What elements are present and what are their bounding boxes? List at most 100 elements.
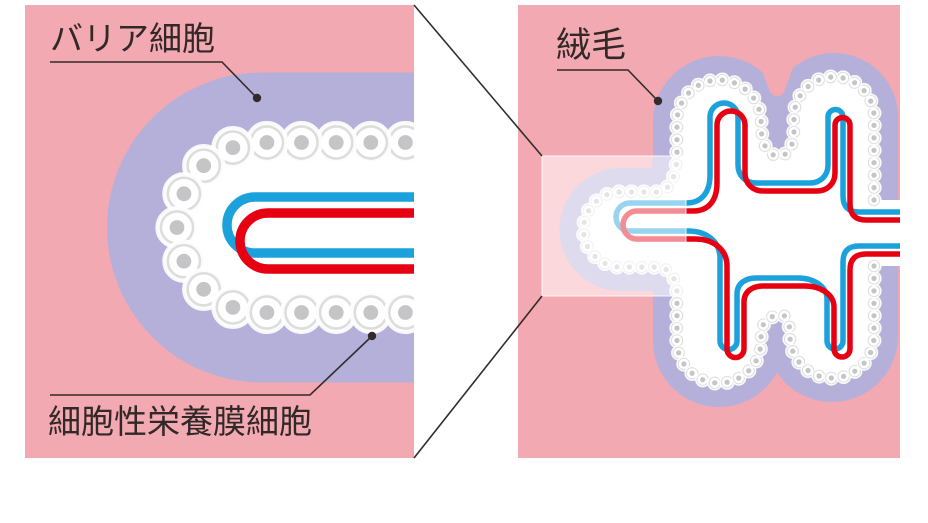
trophoblast-bead-cell — [871, 135, 877, 141]
trophoblast-bead-cell — [871, 263, 877, 269]
trophoblast-bead-cell — [674, 137, 680, 143]
trophoblast-bead-cell — [328, 305, 344, 320]
trophoblast-bead-cell — [758, 118, 764, 125]
trophoblast-bead-cell — [781, 313, 788, 319]
trophoblast-bead-cell — [674, 337, 680, 344]
trophoblast-bead-cell — [675, 112, 681, 118]
trophoblast-bead-cell — [753, 358, 759, 364]
trophoblast-bead-cell — [871, 160, 877, 166]
trophoblast-bead-cell — [751, 95, 757, 101]
trophoblast-bead-cell — [871, 313, 877, 319]
trophoblast-bead-cell — [707, 78, 713, 84]
trophoblast-bead-cell — [769, 314, 775, 320]
trophoblast-bead-cell — [756, 106, 762, 112]
trophoblast-bead-cell — [421, 123, 460, 162]
trophoblast-bead-cell — [724, 379, 730, 385]
cytotrophoblast-callout-line — [50, 336, 372, 396]
bead-layer — [169, 135, 448, 320]
left-panel-callouts: バリア細胞 細胞性栄養膜細胞 — [48, 21, 377, 441]
trophoblast-bead-cell — [695, 82, 702, 88]
barrier-cell-label: バリア細胞 — [50, 21, 215, 58]
trophoblast-bead-cell — [758, 334, 764, 340]
trophoblast-bead-cell — [868, 349, 874, 356]
trophoblast-bead-cell — [861, 88, 867, 94]
trophoblast-bead-cell — [789, 141, 795, 147]
trophoblast-bead-cell — [700, 377, 706, 383]
trophoblast-bead-cell — [294, 305, 309, 320]
right-panel-callouts: 絨毛 — [556, 26, 663, 106]
trophoblast-bead-cell — [805, 367, 811, 374]
trophoblast-bead-cell — [674, 149, 680, 155]
trophoblast-bead-cell — [816, 373, 822, 379]
trophoblast-bead-cell — [169, 220, 185, 235]
trophoblast-bead-cell — [176, 186, 192, 202]
trophoblast-bead-cell — [841, 373, 847, 379]
trophoblast-bead-cell — [363, 305, 379, 320]
trophoblast-bead-cell — [433, 305, 448, 320]
trophoblast-bead-cell — [425, 298, 455, 328]
trophoblast-bead-cell — [759, 131, 765, 137]
trophoblast-bead-cell — [196, 158, 212, 174]
trophoblast-bead-cell — [433, 135, 448, 150]
trophoblast-bead-cell — [828, 74, 834, 80]
trophoblast-bead-cell — [689, 370, 695, 376]
trophoblast-bead-cell — [852, 368, 858, 374]
trophoblast-bead-cell — [828, 375, 834, 381]
left-panel-magnified-view — [25, 5, 460, 458]
zoom-source-box — [541, 155, 687, 297]
villus-interior-right — [583, 77, 900, 383]
trophoblast-bead-cell — [398, 305, 413, 320]
trophoblast-bead-cell — [871, 275, 877, 281]
trophoblast-bead-cell — [792, 104, 798, 110]
trophoblast-bead-cell — [868, 98, 874, 104]
trophoblast-bead-cell — [770, 152, 776, 158]
trophoblast-bead-cell — [678, 100, 685, 106]
barrier-cell-callout-dot — [252, 93, 262, 103]
cytotrophoblast-label: 細胞性栄養膜細胞 — [48, 404, 312, 441]
villus-label: 絨毛 — [556, 26, 626, 65]
trophoblast-bead-cell — [760, 322, 766, 328]
villus-callout-dot — [653, 96, 663, 106]
trophoblast-bead-cell — [225, 300, 241, 315]
trophoblast-bead-cell — [674, 124, 680, 130]
trophoblast-bead-cell — [786, 324, 793, 330]
trophoblast-bead-cell — [176, 253, 192, 269]
trophoblast-bead-cell — [791, 129, 797, 135]
trophoblast-bead-cell — [719, 77, 725, 83]
trophoblast-bead-cell — [871, 185, 877, 191]
trophoblast-bead-cell — [742, 86, 748, 92]
trophoblast-bead-cell — [398, 135, 413, 150]
trophoblast-bead-cell — [840, 75, 846, 81]
trophoblast-bead-cell — [816, 77, 822, 83]
trophoblast-bead-cell — [871, 147, 877, 153]
trophoblast-bead-cell — [681, 361, 687, 367]
trophoblast-bead-cell — [676, 350, 682, 356]
trophoblast-bead-cell — [790, 348, 796, 354]
trophoblast-bead-cell — [731, 80, 738, 86]
trophoblast-bead-cell — [871, 288, 877, 294]
trophoblast-bead-cell — [871, 337, 877, 344]
barrier-cell-callout-line — [50, 61, 257, 98]
trophoblast-bead-cell — [797, 93, 803, 99]
trophoblast-bead-cell — [805, 83, 811, 90]
trophoblast-bead-cell — [363, 135, 379, 150]
trophoblast-bead-cell — [871, 122, 877, 128]
trophoblast-bead-cell — [328, 135, 344, 150]
trophoblast-bead-cell — [762, 143, 768, 149]
intervillous-pink-wedge — [756, 55, 798, 97]
trophoblast-bead-cell — [259, 305, 275, 320]
trophoblast-bead-cell — [674, 300, 680, 306]
trophoblast-bead-cell — [421, 293, 460, 332]
trophoblast-bead-cell — [294, 135, 309, 150]
trophoblast-bead-cell — [712, 380, 718, 386]
magnification-line-bottom — [413, 295, 543, 459]
trophoblast-bead-cell — [791, 116, 797, 123]
trophoblast-bead-cell — [674, 313, 680, 319]
trophoblast-bead-cell — [259, 135, 275, 150]
trophoblast-bead-cell — [757, 346, 763, 352]
right-panel-villus-view — [518, 5, 900, 458]
trophoblast-bead-cell — [782, 151, 788, 157]
trophoblast-bead-cell — [861, 360, 867, 366]
